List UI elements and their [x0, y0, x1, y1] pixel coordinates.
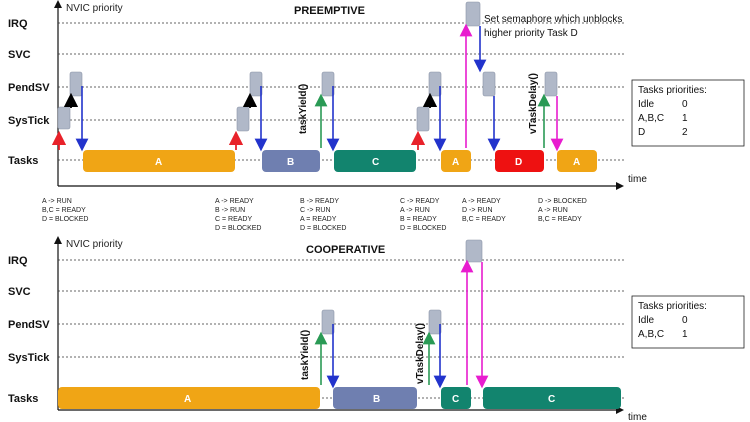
- systick-isr-box: [416, 106, 430, 132]
- svg-text:A -> READY: A -> READY: [462, 198, 501, 205]
- svg-text:A,B,C: A,B,C: [638, 329, 664, 340]
- svg-text:Tasks priorities:: Tasks priorities:: [638, 301, 707, 312]
- pendsv-isr-box: [321, 309, 335, 335]
- task-bar-label: D: [515, 157, 522, 168]
- task-bar-label: C: [452, 394, 459, 405]
- preemptive-panel: NVIC priority PREEMPTIVE IRQ SVC PendSV …: [8, 0, 745, 232]
- task-bar-a-3: [557, 150, 597, 172]
- svg-text:Idle: Idle: [638, 99, 655, 110]
- task-bar-label: B: [287, 157, 294, 168]
- pendsv-isr-box: [69, 71, 83, 97]
- cooperative-time-label: time: [628, 412, 647, 422]
- svg-text:B = READY: B = READY: [400, 216, 437, 223]
- row-label-pendsv: PendSV: [8, 82, 50, 94]
- row-label-systick: SysTick: [8, 352, 50, 364]
- svg-text:D = BLOCKED: D = BLOCKED: [42, 216, 89, 223]
- state-note: B -> READY C -> RUN A = READY D = BLOCKE…: [300, 198, 347, 232]
- cooperative-panel: NVIC priority COOPERATIVE IRQ SVC PendSV…: [8, 236, 745, 422]
- svg-text:D: D: [638, 127, 645, 138]
- priorities-box: Tasks priorities: Idle 0 A,B,C 1: [631, 295, 745, 349]
- state-note: A -> RUN B,C = READY D = BLOCKED: [42, 198, 89, 223]
- svg-text:B -> READY: B -> READY: [300, 198, 339, 205]
- state-note: A -> READY B -> RUN C = READY D = BLOCKE…: [215, 198, 262, 232]
- svg-text:A -> READY: A -> READY: [215, 198, 254, 205]
- preemptive-time-label: time: [628, 174, 647, 185]
- svg-text:B,C = READY: B,C = READY: [538, 216, 582, 223]
- preemptive-ylabel: NVIC priority: [66, 3, 123, 14]
- svg-text:Idle: Idle: [638, 315, 655, 326]
- svg-text:B,C = READY: B,C = READY: [462, 216, 506, 223]
- svg-text:A,B,C: A,B,C: [638, 113, 664, 124]
- svg-text:D -> BLOCKED: D -> BLOCKED: [538, 198, 587, 205]
- row-label-svc: SVC: [8, 286, 31, 298]
- svg-text:D = BLOCKED: D = BLOCKED: [215, 225, 262, 232]
- svg-text:A -> RUN: A -> RUN: [400, 207, 430, 214]
- svg-text:0: 0: [682, 99, 688, 110]
- svg-text:C = READY: C = READY: [215, 216, 252, 223]
- svg-text:C -> RUN: C -> RUN: [300, 207, 331, 214]
- task-bar-label: A: [184, 394, 191, 405]
- task-bar-label: A: [573, 157, 580, 168]
- task-bar-label: A: [452, 157, 459, 168]
- pendsv-isr-box: [482, 71, 496, 97]
- annotation-line: higher priority Task D: [484, 28, 578, 39]
- svg-text:D -> RUN: D -> RUN: [462, 207, 493, 214]
- row-label-pendsv: PendSV: [8, 319, 50, 331]
- svg-text:B,C = READY: B,C = READY: [42, 207, 86, 214]
- row-label-irq: IRQ: [8, 255, 28, 267]
- svg-text:2: 2: [682, 127, 688, 138]
- task-bar-b: [262, 150, 320, 172]
- svg-text:A = READY: A = READY: [300, 216, 337, 223]
- task-bar-d: [495, 150, 544, 172]
- state-note: C -> READY A -> RUN B = READY D = BLOCKE…: [400, 198, 447, 232]
- svg-text:Tasks priorities:: Tasks priorities:: [638, 85, 707, 96]
- irq-isr-box: [465, 1, 481, 27]
- svg-text:1: 1: [682, 329, 688, 340]
- svg-text:B -> RUN: B -> RUN: [215, 207, 245, 214]
- systick-isr-box: [236, 106, 250, 132]
- row-label-systick: SysTick: [8, 115, 50, 127]
- call-label-vtaskdelay: vTaskDelay(): [415, 323, 426, 384]
- task-bar-c-1: [441, 387, 471, 409]
- row-label-irq: IRQ: [8, 18, 28, 30]
- cooperative-title: COOPERATIVE: [306, 244, 385, 256]
- svg-text:A -> RUN: A -> RUN: [42, 198, 72, 205]
- pendsv-isr-box: [544, 71, 558, 97]
- svg-text:1: 1: [682, 113, 688, 124]
- call-label-taskyield: taskYield(): [298, 84, 309, 134]
- state-note: A -> READY D -> RUN B,C = READY: [462, 198, 506, 223]
- systick-isr-box: [57, 106, 71, 130]
- irq-isr-box: [465, 239, 483, 263]
- svg-text:D = BLOCKED: D = BLOCKED: [400, 225, 447, 232]
- task-bar-label: A: [155, 157, 162, 168]
- state-note: D -> BLOCKED A -> RUN B,C = READY: [538, 198, 587, 223]
- cooperative-ylabel: NVIC priority: [66, 239, 123, 250]
- priorities-box: Tasks priorities: Idle 0 A,B,C 1 D 2: [631, 79, 745, 147]
- row-label-tasks: Tasks: [8, 155, 38, 167]
- task-bar-a: [58, 387, 320, 409]
- pendsv-isr-box: [321, 71, 335, 97]
- row-label-svc: SVC: [8, 49, 31, 61]
- task-bar-a-2: [441, 150, 471, 172]
- svg-text:0: 0: [682, 315, 688, 326]
- svg-text:D = BLOCKED: D = BLOCKED: [300, 225, 347, 232]
- task-bar-label: C: [548, 394, 555, 405]
- preemptive-title: PREEMPTIVE: [294, 5, 365, 17]
- svg-text:A -> RUN: A -> RUN: [538, 207, 568, 214]
- row-label-tasks: Tasks: [8, 393, 38, 405]
- task-bar-b: [333, 387, 417, 409]
- call-label-vtaskdelay: vTaskDelay(): [528, 73, 539, 134]
- task-bar-c: [334, 150, 416, 172]
- task-bar-a-1: [83, 150, 235, 172]
- call-label-taskyield: taskYield(): [300, 330, 311, 380]
- annotation-line: Set semaphore which unblocks: [484, 14, 622, 25]
- svg-text:C -> READY: C -> READY: [400, 198, 440, 205]
- task-bar-c-2: [483, 387, 621, 409]
- task-bar-label: B: [373, 394, 380, 405]
- task-bar-label: C: [372, 157, 379, 168]
